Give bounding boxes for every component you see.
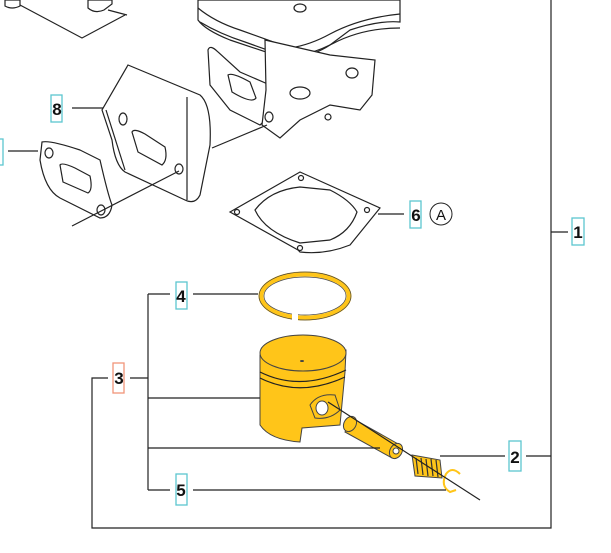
callout-6[interactable]: 6 (409, 200, 422, 229)
note-a-symbol: A (429, 202, 453, 226)
svg-text:1: 1 (573, 223, 582, 242)
callout-5[interactable]: 5 (175, 473, 188, 506)
callout-8[interactable]: 8 (50, 94, 63, 123)
callout-3[interactable]: 3 (112, 362, 125, 394)
callout-2[interactable]: 2 (508, 440, 522, 472)
svg-text:5: 5 (176, 481, 185, 500)
svg-text:3: 3 (114, 369, 123, 388)
callout-4[interactable]: 4 (175, 281, 188, 310)
svg-text:2: 2 (510, 448, 519, 467)
svg-text:4: 4 (176, 287, 186, 306)
svg-text:6: 6 (411, 206, 420, 225)
base-gasket (228, 171, 404, 254)
gasket-left (8, 141, 180, 227)
piston-pin (342, 415, 404, 460)
cylinder (197, 0, 401, 139)
svg-text:A: A (436, 207, 446, 224)
leader-lines (72, 0, 568, 529)
svg-text:8: 8 (52, 100, 61, 119)
callout-1[interactable]: 1 (571, 217, 585, 246)
piston-ring (258, 271, 352, 322)
intake-plate (101, 64, 268, 203)
callout-partial-left[interactable] (0, 138, 4, 166)
bolts (4, 0, 128, 39)
piston (259, 334, 347, 443)
circlip (327, 401, 481, 501)
